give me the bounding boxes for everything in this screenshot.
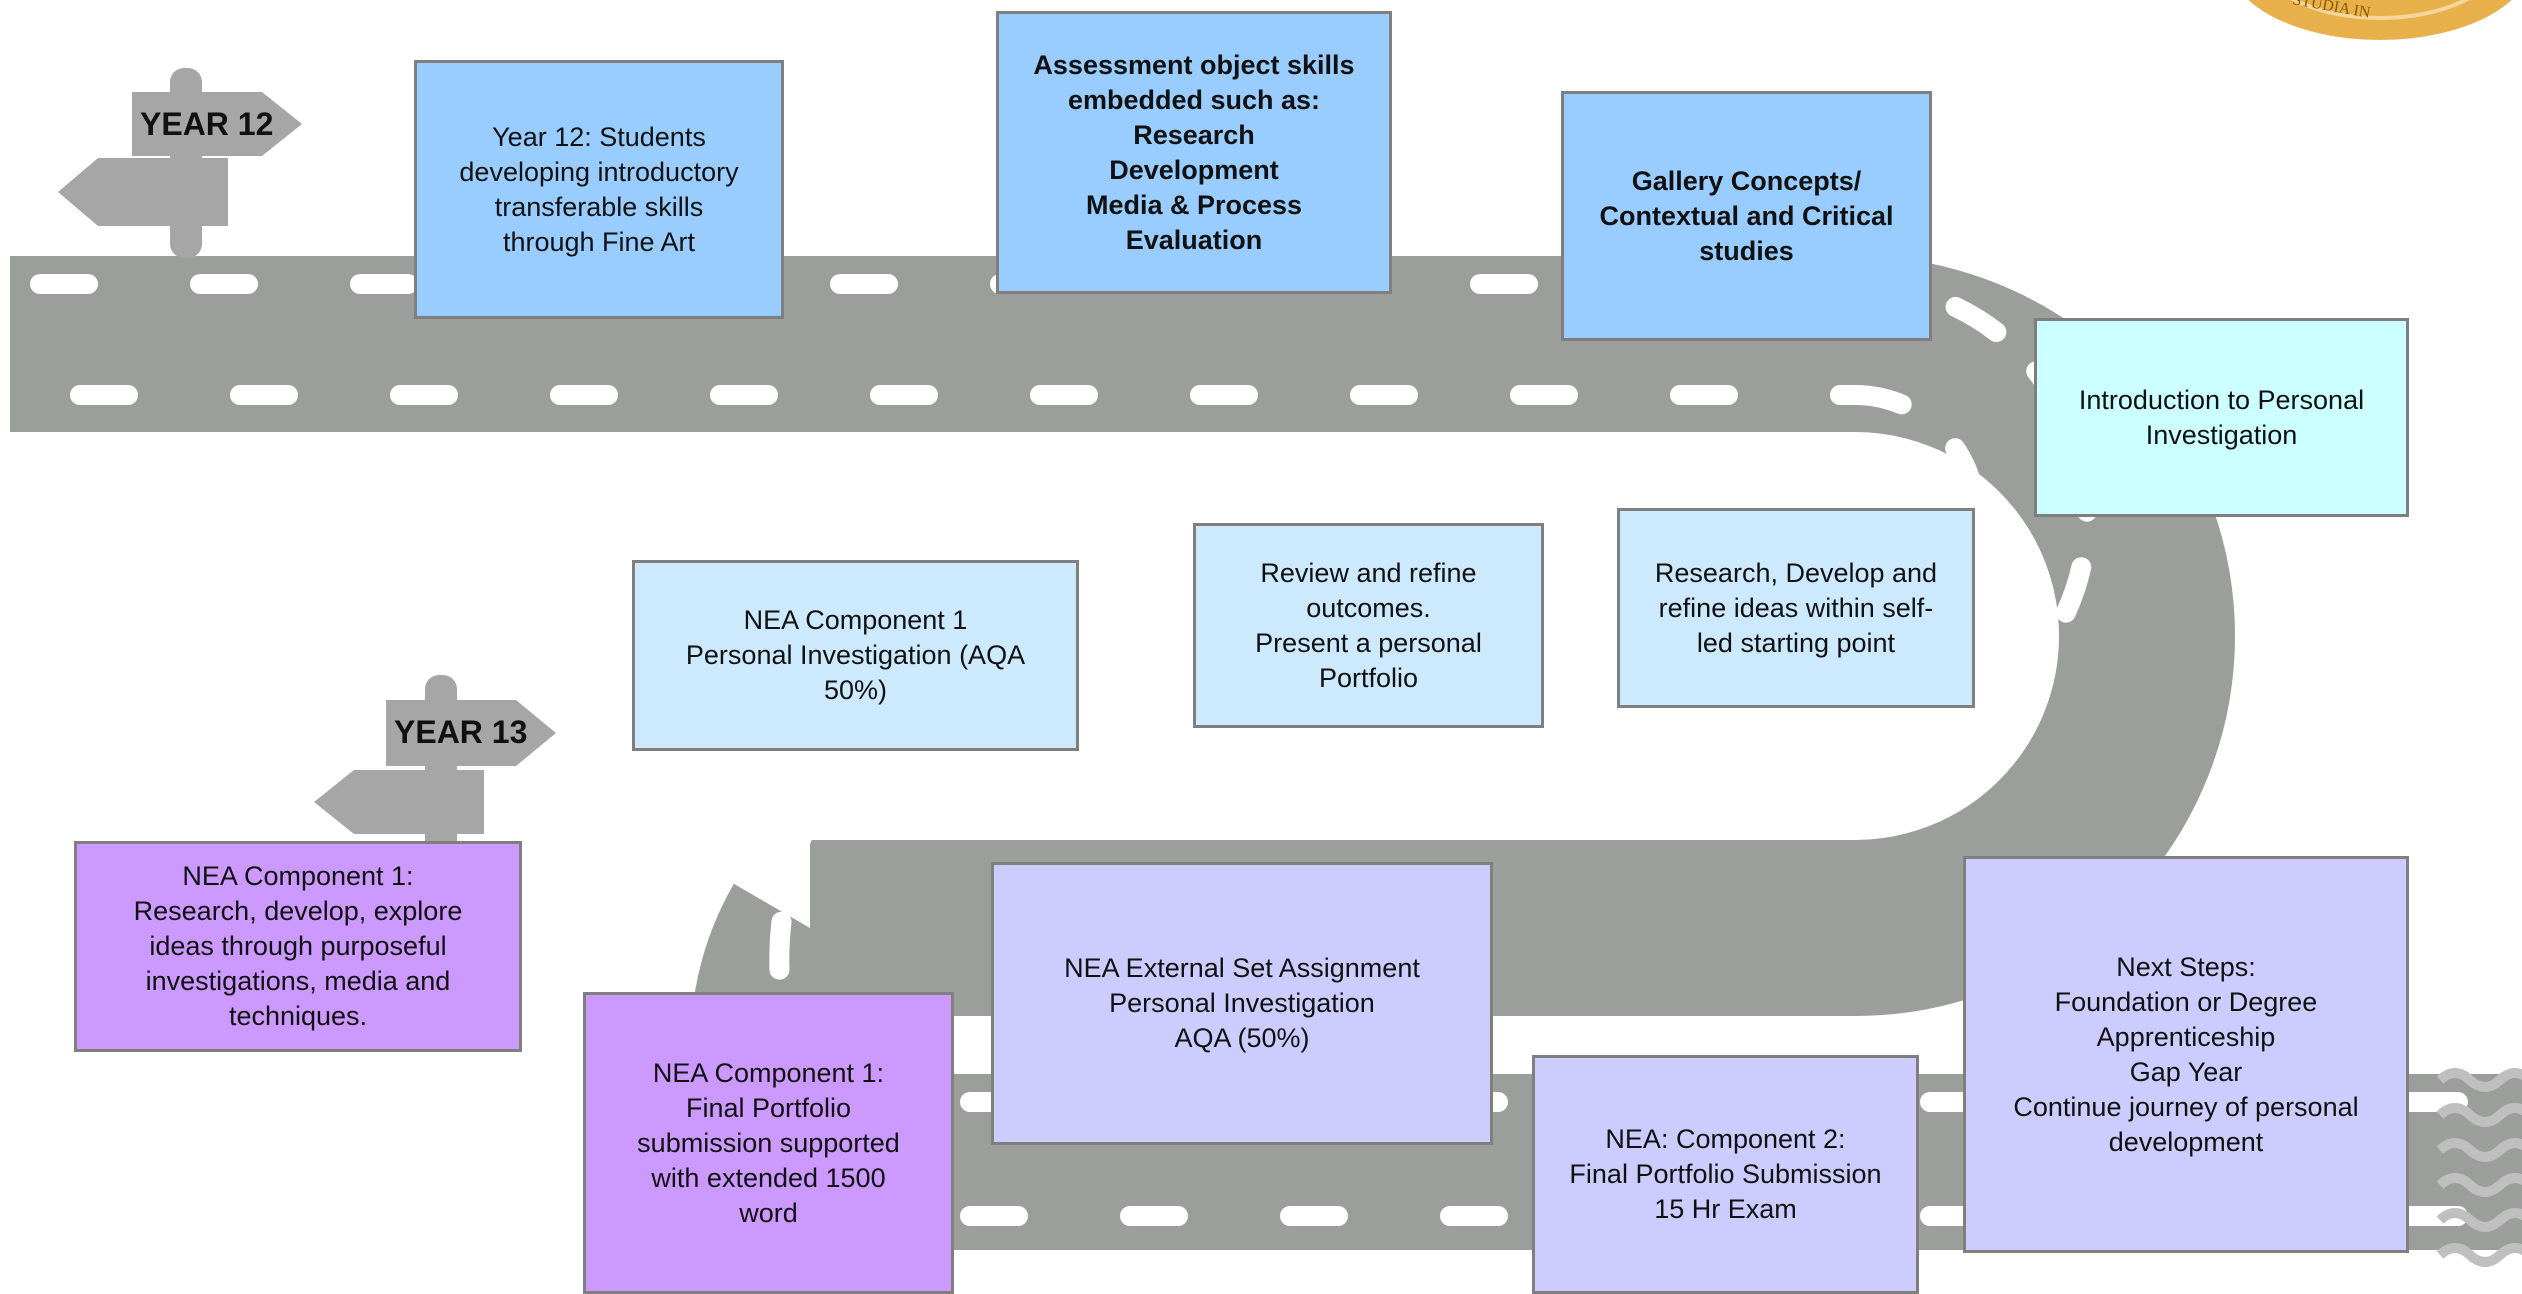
box-research-develop-refine: Research, Develop and refine ideas withi…	[1617, 508, 1975, 708]
box-nea-external-set: NEA External Set Assignment Personal Inv…	[991, 862, 1493, 1145]
box-nea-component1-aqa-text: NEA Component 1 Personal Investigation (…	[685, 605, 1026, 705]
box-research-develop-refine-text: Research, Develop and refine ideas withi…	[1654, 557, 1938, 658]
box-review-refine-text: Review and refine outcomes. Present a pe…	[1255, 557, 1482, 693]
box-gallery-concepts-text: Gallery Concepts/ Contextual and Critica…	[1599, 165, 1894, 266]
box-assessment-skills-text: Assessment object skills embedded such a…	[1033, 49, 1355, 255]
box-nea-component1-research: NEA Component 1: Research, develop, expl…	[74, 841, 522, 1052]
box-next-steps-text: Next Steps: Foundation or Degree Apprent…	[2013, 951, 2359, 1157]
box-intro-personal-investigation-text: Introduction to Personal Investigation	[2078, 384, 2365, 450]
box-assessment-skills: Assessment object skills embedded such a…	[996, 11, 1392, 294]
box-year12-intro: Year 12: Students developing introductor…	[414, 60, 784, 319]
year12-signpost	[58, 68, 302, 258]
year13-signpost	[314, 675, 556, 865]
box-nea-external-set-text: NEA External Set Assignment Personal Inv…	[1064, 953, 1420, 1053]
box-nea-final-portfolio: NEA Component 1: Final Portfolio submiss…	[583, 992, 954, 1294]
box-review-refine: Review and refine outcomes. Present a pe…	[1193, 523, 1544, 728]
box-next-steps: Next Steps: Foundation or Degree Apprent…	[1963, 856, 2409, 1253]
box-nea-component2: NEA: Component 2: Final Portfolio Submis…	[1532, 1055, 1919, 1294]
wave-pattern	[2436, 1068, 2522, 1267]
year12-sign-label: YEAR 12	[140, 106, 274, 142]
box-nea-component1-aqa: NEA Component 1 Personal Investigation (…	[632, 560, 1079, 751]
box-intro-personal-investigation: Introduction to Personal Investigation	[2034, 318, 2409, 517]
school-logo	[2248, 0, 2512, 40]
box-nea-component2-text: NEA: Component 2: Final Portfolio Submis…	[1569, 1124, 1882, 1224]
year13-sign-label: YEAR 13	[394, 714, 528, 750]
box-year12-intro-text: Year 12: Students developing introductor…	[459, 121, 739, 257]
box-gallery-concepts: Gallery Concepts/ Contextual and Critica…	[1561, 91, 1932, 341]
box-nea-component1-research-text: NEA Component 1: Research, develop, expl…	[133, 861, 463, 1031]
box-nea-final-portfolio-text: NEA Component 1: Final Portfolio submiss…	[637, 1057, 900, 1228]
